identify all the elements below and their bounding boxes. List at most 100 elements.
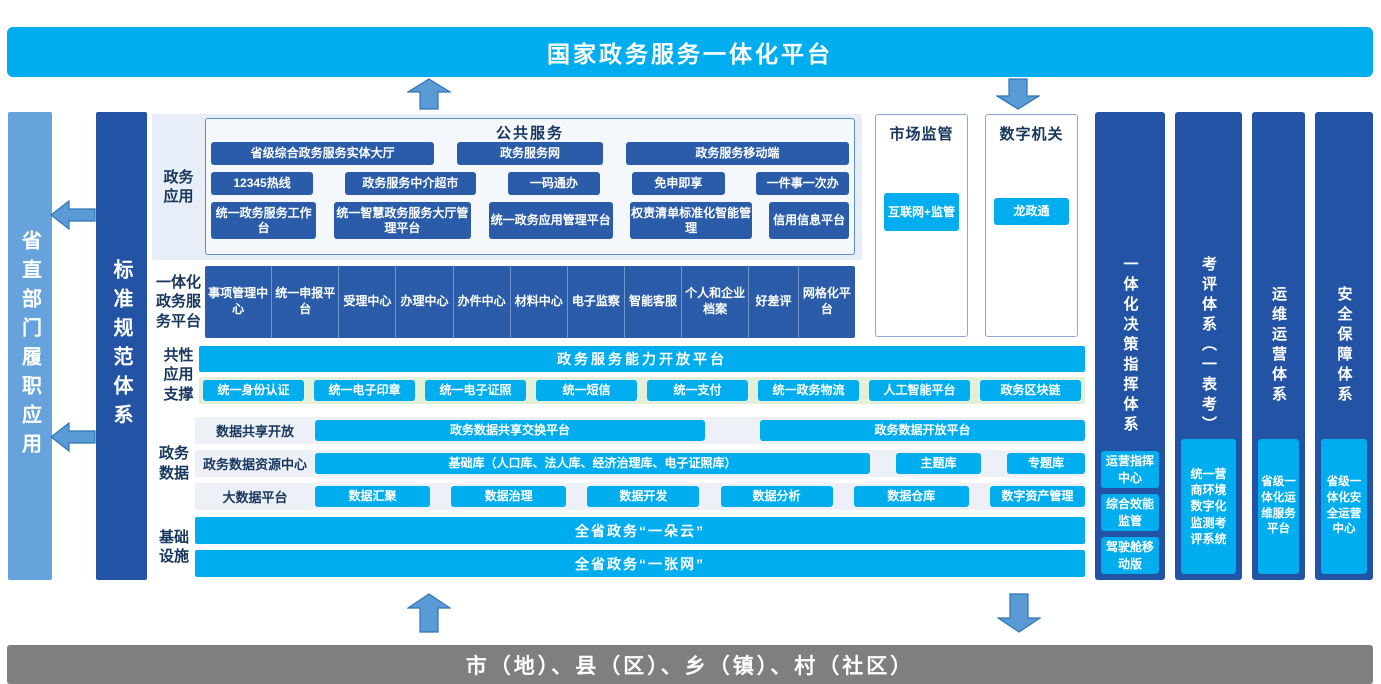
data-resource-row: 政务数据资源中心 基础库（人口库、法人库、经济治理库、电子证照库） 主题库 专题… xyxy=(195,450,1085,477)
common-item: 统一电子证照 xyxy=(425,380,526,401)
platform-item: 材料中心 xyxy=(509,266,567,338)
public-service-row: 省级综合政务服务实体大厅 政务服务网 政务服务移动端 xyxy=(211,142,849,165)
platform-item: 智能客服 xyxy=(623,266,681,338)
arrow-left-icon xyxy=(50,199,96,235)
data-item: 政务数据共享交换平台 xyxy=(315,420,705,441)
top-banner-label: 国家政务服务一体化平台 xyxy=(547,41,833,67)
arrow-up-icon xyxy=(406,593,452,638)
common-item: 人工智能平台 xyxy=(869,380,970,401)
data-row-label: 大数据平台 xyxy=(222,490,288,505)
section-label-common: 共性应用支撑 xyxy=(163,346,194,403)
right-column-title: 考评体系（一表考） xyxy=(1200,256,1217,436)
public-service-title: 公共服务 xyxy=(495,125,564,142)
right-column-item: 综合效能监管 xyxy=(1101,494,1159,531)
market-regulation-item: 互联网+监管 xyxy=(884,193,959,231)
public-service-row: 12345热线 政务服务中介超市 一码通办 免申即享 一件事一次办 xyxy=(211,172,849,195)
data-item: 数字资产管理 xyxy=(989,486,1085,507)
right-column-operations: 运维运营体系 省级一体化运维服务平台 xyxy=(1252,112,1305,580)
data-item: 专题库 xyxy=(1007,453,1085,474)
app-button: 政务服务中介超市 xyxy=(344,172,476,195)
app-button: 统一智慧政务服务大厅管理平台 xyxy=(333,202,471,239)
arrow-up-icon xyxy=(405,78,453,115)
section-label-data: 政务数据 xyxy=(158,445,189,482)
infra-network-bar: 全省政务“一张网” xyxy=(195,550,1085,577)
digital-agency-box: 数字机关 龙政通 xyxy=(985,114,1078,337)
platform-item: 个人和企业档案 xyxy=(681,266,748,338)
right-column-title: 一体化决策指挥体系 xyxy=(1121,256,1139,436)
right-column-item: 省级一体化安全运营中心 xyxy=(1321,439,1367,574)
data-row-label: 政务数据资源中心 xyxy=(202,457,307,472)
data-item: 政务数据开放平台 xyxy=(760,420,1085,441)
platform-item: 事项管理中心 xyxy=(208,286,269,316)
right-column-item: 省级一体化运维服务平台 xyxy=(1258,439,1299,574)
common-item: 统一短信 xyxy=(536,380,637,401)
right-column-evaluation: 考评体系（一表考） 统一营商环境数字化监测考评系统 xyxy=(1175,112,1242,580)
public-service-rows: 省级综合政务服务实体大厅 政务服务网 政务服务移动端 12345热线 政务服务中… xyxy=(206,140,854,239)
digital-agency-item: 龙政通 xyxy=(994,198,1069,225)
right-column-item: 驾驶舱移动版 xyxy=(1101,537,1159,574)
right-column-title: 安全保障体系 xyxy=(1335,286,1353,406)
arrow-down-icon xyxy=(994,78,1042,115)
app-button: 12345热线 xyxy=(211,172,314,195)
common-item: 政务区块链 xyxy=(980,380,1081,401)
digital-agency-title: 数字机关 xyxy=(999,126,1064,143)
left-bar-standards-label: 标准规范体系 xyxy=(110,259,132,433)
section-label-platform: 一体化政务服务平台 xyxy=(155,273,201,330)
infra-cloud-bar: 全省政务“一朵云” xyxy=(195,517,1085,544)
right-column-item: 统一营商环境数字化监测考评系统 xyxy=(1181,439,1236,574)
common-support-strip: 统一身份认证 统一电子印章 统一电子证照 统一短信 统一支付 统一政务物流 人工… xyxy=(199,377,1085,404)
left-bar-duty-label: 省直部门履职应用 xyxy=(18,230,41,462)
market-regulation-title: 市场监管 xyxy=(889,126,954,143)
app-button: 统一政务应用管理平台 xyxy=(488,202,613,239)
app-button: 政务服务移动端 xyxy=(625,142,849,165)
top-banner: 国家政务服务一体化平台 xyxy=(7,27,1373,77)
public-service-box: 公共服务 省级综合政务服务实体大厅 政务服务网 政务服务移动端 12345热线 … xyxy=(205,118,855,255)
data-item: 数据开发 xyxy=(587,486,700,507)
bottom-banner: 市（地）、县（区）、乡（镇）、村（社区） xyxy=(7,645,1373,684)
right-column-items: 省级一体化运维服务平台 xyxy=(1258,439,1299,574)
arrow-down-icon xyxy=(996,593,1042,638)
right-column-item: 运营指挥中心 xyxy=(1101,451,1159,488)
right-column-decision: 一体化决策指挥体系 运营指挥中心 综合效能监管 驾驶舱移动版 xyxy=(1095,112,1165,580)
data-item: 数据汇聚 xyxy=(315,486,430,507)
right-column-security: 安全保障体系 省级一体化安全运营中心 xyxy=(1315,112,1373,580)
left-bar-duty: 省直部门履职应用 xyxy=(8,112,52,580)
data-row-label: 数据共享开放 xyxy=(215,424,294,439)
platform-item: 受理中心 xyxy=(338,266,395,338)
platform-item: 网格化平台 xyxy=(797,266,855,338)
bigdata-row: 大数据平台 数据汇聚 数据治理 数据开发 数据分析 数据仓库 数字资产管理 xyxy=(195,483,1085,510)
integrated-platform-box: 事项管理中心 统一申报平台 受理中心 办理中心 办件中心 材料中心 电子监察 智… xyxy=(205,266,855,338)
app-button: 一码通办 xyxy=(507,172,601,195)
app-button: 统一政务服务工作台 xyxy=(211,202,317,239)
common-item: 统一身份认证 xyxy=(203,380,304,401)
app-button: 免申即享 xyxy=(632,172,725,195)
platform-item: 统一申报平台 xyxy=(271,266,338,338)
common-item: 统一支付 xyxy=(647,380,748,401)
platform-item: 好差评 xyxy=(748,266,798,338)
section-label-infra: 基础设施 xyxy=(158,528,189,566)
right-column-title: 运维运营体系 xyxy=(1270,286,1287,406)
app-button: 省级综合政务服务实体大厅 xyxy=(211,142,435,165)
section-label-app: 政务应用 xyxy=(163,168,194,206)
common-item: 统一电子印章 xyxy=(314,380,415,401)
arrow-left-icon xyxy=(50,421,96,457)
bottom-banner-label: 市（地）、县（区）、乡（镇）、村（社区） xyxy=(465,654,915,678)
app-button: 权责清单标准化智能管理 xyxy=(630,202,752,239)
right-column-items: 统一营商环境数字化监测考评系统 xyxy=(1181,439,1236,574)
data-item: 数据分析 xyxy=(720,486,833,507)
data-item: 基础库（人口库、法人库、经济治理库、电子证照库） xyxy=(315,453,870,474)
data-item: 数据仓库 xyxy=(853,486,969,507)
data-share-row: 数据共享开放 政务数据共享交换平台 政务数据开放平台 xyxy=(195,417,1085,444)
platform-item: 电子监察 xyxy=(566,266,624,338)
app-button: 一件事一次办 xyxy=(756,172,849,195)
right-column-items: 运营指挥中心 综合效能监管 驾驶舱移动版 xyxy=(1101,451,1159,574)
data-item: 数据治理 xyxy=(451,486,567,507)
right-column-items: 省级一体化安全运营中心 xyxy=(1321,439,1367,574)
common-item: 统一政务物流 xyxy=(758,380,859,401)
market-regulation-box: 市场监管 互联网+监管 xyxy=(875,114,968,337)
app-button: 信用信息平台 xyxy=(769,202,849,239)
public-service-row: 统一政务服务工作台 统一智慧政务服务大厅管理平台 统一政务应用管理平台 权责清单… xyxy=(211,202,849,239)
open-platform-bar: 政务服务能力开放平台 xyxy=(199,346,1085,372)
left-bar-standards: 标准规范体系 xyxy=(96,112,147,580)
